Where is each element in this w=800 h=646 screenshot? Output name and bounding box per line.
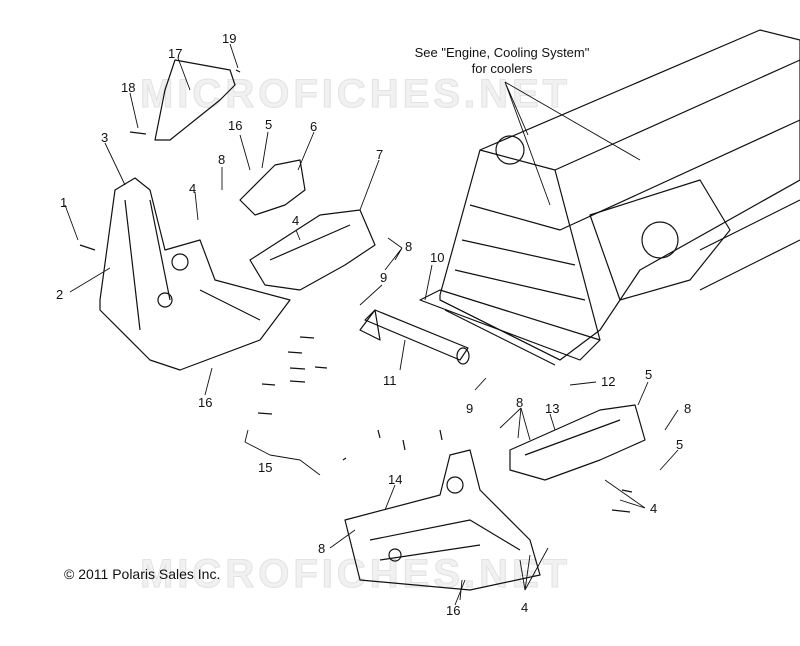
mount-7: [249, 209, 376, 291]
callout-2: 2: [56, 287, 64, 302]
callout-11: 11: [383, 373, 397, 388]
callout-5: 5: [265, 117, 273, 132]
callout-9: 9: [380, 270, 388, 285]
tunnel-assembly: [439, 29, 800, 366]
callout-8: 8: [318, 541, 326, 556]
callout-5: 5: [645, 367, 653, 382]
callout-14: 14: [388, 472, 403, 487]
rear-bulkhead-14: [344, 449, 541, 591]
plate-6: [239, 159, 306, 216]
shaft-11: [359, 309, 470, 365]
callout-4: 4: [189, 181, 197, 196]
callout-9: 9: [466, 401, 474, 416]
reference-note-line-1: See "Engine, Cooling System": [414, 45, 590, 60]
callout-13: 13: [545, 401, 560, 416]
callout-3: 3: [101, 130, 109, 145]
callout-10: 10: [430, 250, 445, 265]
callout-7: 7: [376, 147, 384, 162]
bracket-17: [154, 59, 236, 141]
callout-4: 4: [650, 501, 658, 516]
callout-15: 15: [258, 460, 273, 475]
callout-8: 8: [684, 401, 692, 416]
reference-note: See "Engine, Cooling System" for coolers: [392, 45, 612, 77]
floor-plate-10: [419, 289, 601, 361]
callout-4: 4: [521, 600, 529, 615]
callout-4: 4: [292, 213, 300, 228]
callout-5: 5: [676, 437, 684, 452]
callout-16: 16: [198, 395, 213, 410]
callout-6: 6: [310, 119, 318, 134]
reference-note-line-2: for coolers: [471, 61, 533, 76]
mount-13: [509, 404, 646, 481]
callout-19: 19: [222, 31, 237, 46]
leader-lines: [64, 43, 679, 606]
callout-16: 16: [446, 603, 461, 618]
watermark-top: MICROFICHES.NET: [139, 72, 572, 117]
callout-18: 18: [121, 80, 136, 95]
callout-8: 8: [218, 152, 226, 167]
callout-8: 8: [516, 395, 524, 410]
callout-8: 8: [405, 239, 413, 254]
watermark-bottom: MICROFICHES.NET: [139, 552, 572, 597]
bolts: [79, 69, 633, 513]
copyright-notice: © 2011 Polaris Sales Inc.: [64, 566, 221, 582]
callout-17: 17: [168, 46, 183, 61]
callout-12: 12: [601, 374, 616, 389]
callout-16: 16: [228, 118, 243, 133]
front-bulkhead: [99, 177, 291, 371]
callout-1: 1: [60, 195, 68, 210]
